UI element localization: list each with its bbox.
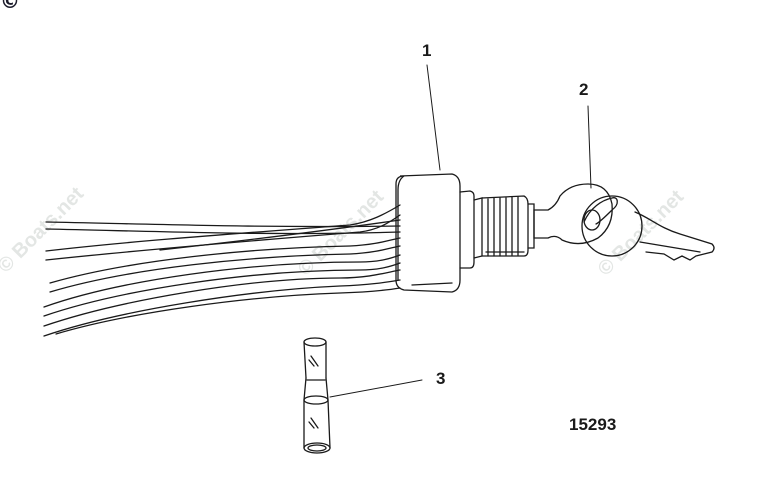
figure-number: 15293 (569, 415, 617, 434)
wire-harness (43, 204, 401, 337)
leader-line-3 (329, 379, 423, 398)
copyright-mark: © (0, 0, 20, 13)
butt-connector (303, 337, 331, 454)
leader-line-1 (426, 64, 441, 171)
callout-2: 2 (579, 80, 589, 99)
ignition-switch (395, 173, 535, 293)
leader-line-2 (587, 105, 592, 189)
keys (533, 183, 715, 261)
callout-3: 3 (436, 369, 446, 388)
callout-1: 1 (422, 41, 432, 60)
